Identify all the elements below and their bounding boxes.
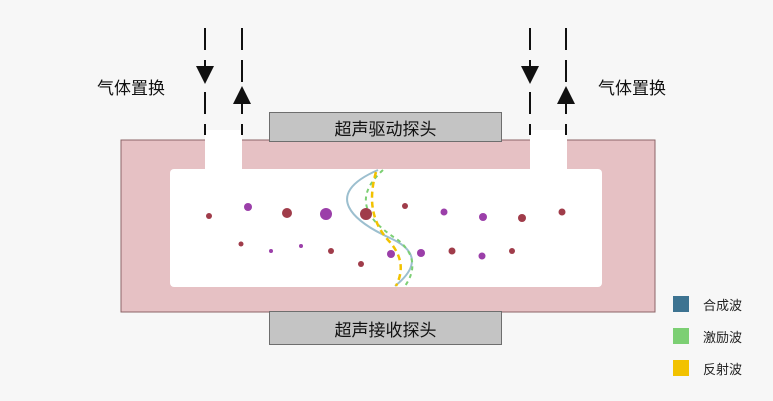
particle xyxy=(360,208,372,220)
reflected-wave xyxy=(370,171,402,287)
gas-port-left xyxy=(205,130,242,170)
gas-port-right xyxy=(530,130,567,170)
legend-swatch xyxy=(673,328,689,344)
particle xyxy=(269,249,273,253)
particle xyxy=(509,248,515,254)
legend-swatch xyxy=(673,360,689,376)
legend-label: 激励波 xyxy=(703,330,743,346)
particles xyxy=(206,203,566,267)
particle xyxy=(320,208,332,220)
particle xyxy=(358,261,364,267)
legend-item-composite: 合成波 xyxy=(673,296,743,314)
drive-probe: 超声驱动探头 xyxy=(269,112,502,142)
legend-swatch xyxy=(673,296,689,312)
particle xyxy=(448,247,456,255)
particle xyxy=(478,252,486,260)
arrow-up-right xyxy=(557,28,575,135)
particle xyxy=(206,213,212,219)
particle xyxy=(282,208,292,218)
particle xyxy=(479,213,487,221)
legend: 合成波 激励波 反射波 xyxy=(673,296,742,392)
legend-item-excitation: 激励波 xyxy=(673,328,743,346)
particle xyxy=(518,214,526,222)
receive-probe: 超声接收探头 xyxy=(269,311,502,345)
arrow-up-left xyxy=(233,28,251,135)
particle xyxy=(387,250,395,258)
legend-label: 反射波 xyxy=(703,362,743,378)
particle xyxy=(244,203,252,211)
particle xyxy=(417,249,425,257)
particle xyxy=(440,208,448,216)
excitation-wave xyxy=(364,169,414,287)
chamber-cavity xyxy=(170,169,602,287)
composite-wave xyxy=(346,169,413,287)
arrow-down-left xyxy=(196,28,214,135)
particle xyxy=(558,208,566,216)
particle xyxy=(238,241,244,247)
gas-exchange-label-right: 气体置换 xyxy=(598,79,666,99)
legend-label: 合成波 xyxy=(703,298,743,314)
arrow-down-right xyxy=(521,28,539,135)
gas-exchange-label-left: 气体置换 xyxy=(97,79,165,99)
particle xyxy=(299,244,303,248)
particle xyxy=(328,248,334,254)
legend-item-reflected: 反射波 xyxy=(673,360,743,378)
particle xyxy=(402,203,408,209)
